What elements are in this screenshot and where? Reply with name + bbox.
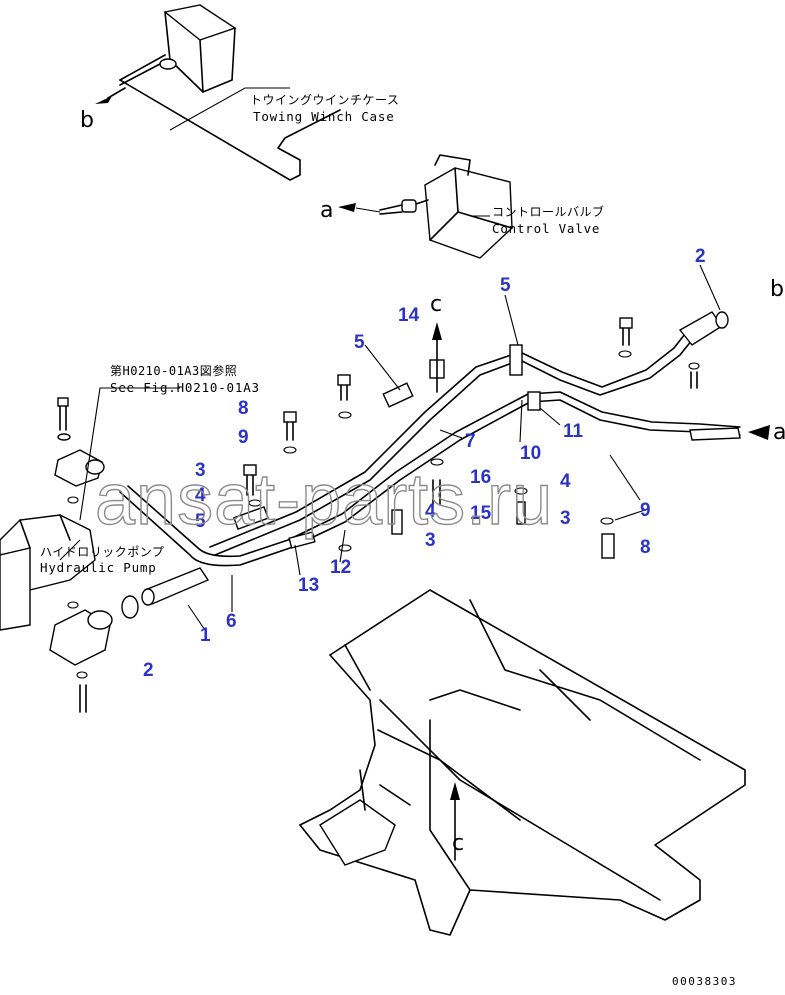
control-valve-drawing: [338, 154, 513, 259]
hydraulic-pump-jp-label: ハイドロリックポンプ: [40, 545, 164, 559]
control-valve-jp-label: コントロールバルブ: [492, 204, 605, 219]
part-number-6: 6: [226, 611, 237, 632]
hydraulic-pump-en-label: Hydraulic Pump: [40, 560, 157, 575]
part-number-15: 15: [470, 503, 492, 524]
part-number-2: 2: [143, 660, 154, 681]
reference-jp-label: 第H0210-01A3図参照: [110, 363, 237, 378]
hose-lines: [119, 311, 770, 619]
part-number-3: 3: [425, 530, 436, 551]
connection-letter-a: a: [773, 420, 785, 445]
part-number-3: 3: [560, 508, 571, 529]
connection-letter-c: c: [452, 831, 464, 856]
part-number-8: 8: [640, 537, 651, 558]
towing-winch-case-en-label: Towing Winch Case: [253, 109, 395, 124]
part-number-13: 13: [298, 575, 319, 596]
connection-letter-b: b: [770, 277, 784, 302]
part-number-1: 1: [200, 625, 211, 646]
towing-winch-case-jp-label: トウイングウインチケース: [250, 93, 399, 107]
connection-letter-c: c: [430, 292, 442, 317]
part-number-9: 9: [238, 427, 249, 448]
part-number-2: 2: [695, 246, 706, 267]
reference-en-label: See Fig.H0210-01A3: [110, 380, 260, 395]
part-number-4: 4: [425, 501, 436, 522]
part-number-5: 5: [195, 511, 206, 532]
watermark: ansat-parts.ru: [95, 460, 553, 540]
part-number-5: 5: [500, 275, 511, 296]
part-number-8: 8: [238, 398, 249, 419]
part-number-9: 9: [640, 500, 651, 521]
leader-lines: [59, 87, 721, 631]
frame-drawing: [299, 322, 746, 936]
connection-letter-a: a: [320, 198, 333, 223]
towing-winch-case-drawing: [95, 4, 341, 181]
part-number-10: 10: [520, 443, 541, 464]
part-number-16: 16: [470, 467, 491, 488]
part-number-11: 11: [563, 421, 584, 442]
part-number-12: 12: [330, 557, 351, 578]
part-number-callouts: 1 2 2 3 3 3 4 4 4 5 5 5 6 7 8 8 9 9 10 1…: [143, 246, 706, 681]
part-number-14: 14: [398, 305, 420, 326]
control-valve-en-label: Control Valve: [492, 221, 600, 236]
connection-letter-b: b: [80, 108, 94, 133]
part-number-4: 4: [560, 471, 571, 492]
part-number-7: 7: [465, 431, 476, 452]
fasteners: [243, 317, 700, 559]
part-number-4: 4: [195, 485, 206, 506]
part-number-5: 5: [354, 332, 365, 353]
hydraulic-pump-drawing: [0, 397, 113, 713]
drawing-code: 00038303: [672, 975, 737, 988]
part-number-3: 3: [195, 460, 206, 481]
